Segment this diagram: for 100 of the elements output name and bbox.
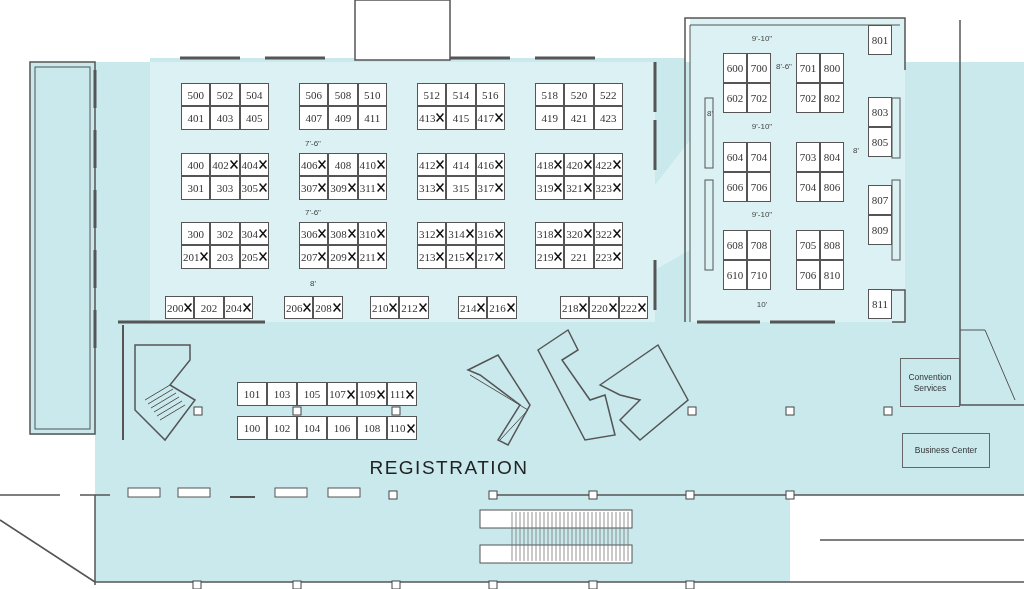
booth [417,222,447,246]
booth [237,416,267,440]
booth-number: 502 [216,88,234,101]
booth [210,245,240,269]
booth-number: 315 [452,181,470,194]
booth-number: 321 [566,181,583,194]
booth [357,382,387,406]
cross-mark-icon [347,182,356,194]
booth-number: 700 [750,62,768,74]
booth [564,222,594,246]
booth-number: 811 [871,298,889,310]
booth-number: 808 [823,239,841,251]
cross-mark-icon [436,112,445,124]
booth-number: 104 [303,422,321,434]
booth-number: 208 [315,301,332,314]
cross-mark-icon [243,302,251,313]
booth [446,153,476,177]
booth-number: 403 [216,111,234,124]
booth [868,127,892,157]
cross-mark-icon [418,302,427,313]
booth-number: 211 [359,250,376,263]
booth [535,222,565,246]
booth [593,83,623,107]
booth-number: 102 [273,422,291,434]
cross-mark-icon [347,228,356,240]
booth-number: 706 [799,269,817,281]
booth [446,83,476,107]
booth [723,260,747,290]
cross-mark-icon [436,159,445,171]
booth-number: 305 [241,181,258,194]
booth-number: 320 [566,227,583,240]
booth [458,296,488,319]
cross-mark-icon [318,182,327,194]
cross-mark-icon [259,182,267,194]
booth [327,416,357,440]
booth [593,222,623,246]
booth-number: 604 [726,151,744,163]
booth-number: 314 [448,227,465,240]
booth-number: 109 [359,388,376,400]
booth [181,153,211,177]
booth [747,172,771,202]
booth [357,83,387,107]
booth [299,222,329,246]
cross-mark-icon [477,302,486,313]
booth [723,172,747,202]
booth-number: 202 [200,301,218,314]
cross-mark-icon [229,159,238,171]
booth-number: 323 [595,181,612,194]
booth [820,230,844,260]
booth-number: 110 [389,422,406,434]
booth [747,83,771,113]
cross-mark-icon [347,251,356,263]
booth-number: 404 [241,158,258,171]
booth [357,245,387,269]
booth-number: 510 [364,88,381,101]
cross-mark-icon [613,251,621,263]
booth [820,53,844,83]
cross-mark-icon [495,112,503,124]
booth [593,106,623,130]
booth [589,296,619,319]
booth-number: 804 [823,151,841,163]
booth [327,382,357,406]
booth [487,296,517,319]
booth-number: 308 [330,227,347,240]
booth-number: 414 [452,158,470,171]
booth [181,222,211,246]
dimension-label: 9'-10" [751,122,773,131]
booth-number: 221 [570,250,588,263]
booth-number: 223 [595,250,612,263]
booth [239,222,269,246]
booth-number: 322 [595,227,612,240]
cross-mark-icon [583,182,592,194]
booth [618,296,648,319]
cross-mark-icon [259,159,267,171]
booth-number: 212 [401,301,418,314]
booth [387,382,417,406]
cross-mark-icon [318,251,327,263]
booth-number: 302 [216,227,234,240]
booth-number: 701 [799,62,817,74]
service-room [902,433,990,468]
dimension-label: 9'-10" [751,210,773,219]
booth [328,106,358,130]
booth-number: 807 [871,194,889,206]
booth-number: 216 [489,301,506,314]
room-label: Convention Services [907,371,953,394]
booth-number: 200 [166,301,184,314]
booth [446,176,476,200]
cross-mark-icon [495,159,503,171]
booth [239,245,269,269]
booth [593,176,623,200]
booth [475,153,505,177]
booth-number: 203 [216,250,234,263]
booth-number: 416 [477,158,494,171]
booth-number: 406 [300,158,318,171]
booth [747,53,771,83]
booth [868,25,892,55]
service-room [900,358,960,407]
cross-mark-icon [376,388,385,400]
cross-mark-icon [638,302,646,313]
booth-number: 803 [871,106,889,118]
